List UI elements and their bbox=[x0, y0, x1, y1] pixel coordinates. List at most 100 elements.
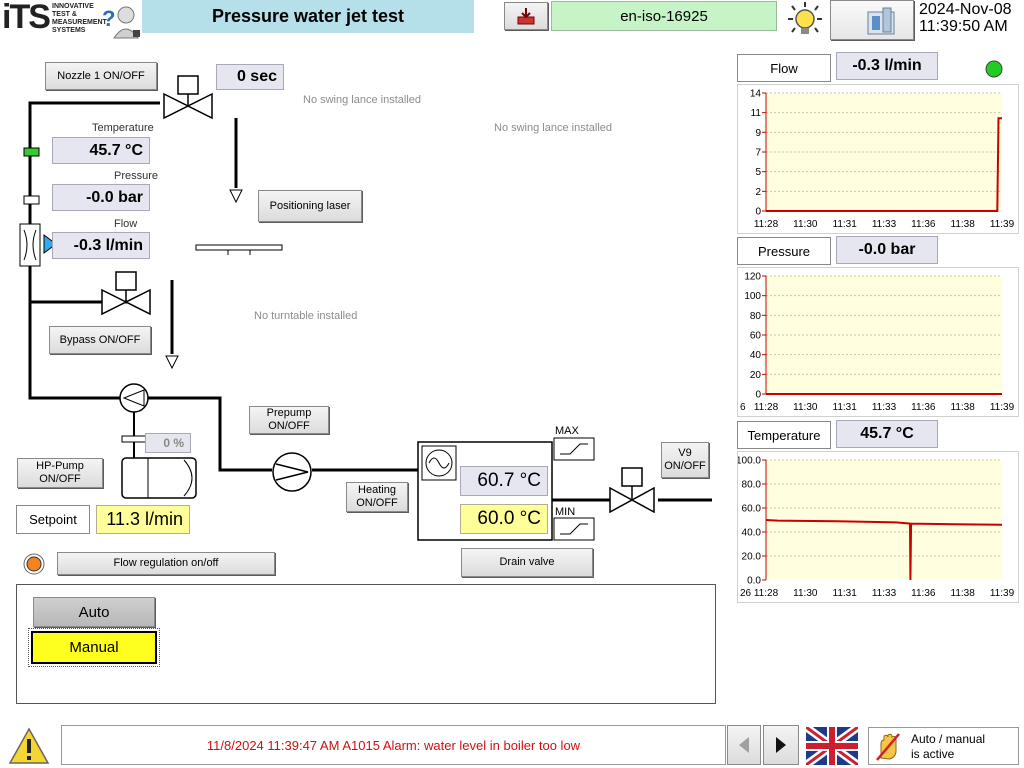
y-tick-label: 5 bbox=[755, 167, 761, 178]
x-tick-label: 11:28 bbox=[754, 219, 779, 230]
manual-mode-hand-icon bbox=[876, 733, 900, 761]
y-tick-label: 9 bbox=[755, 128, 761, 139]
manual-button[interactable]: Manual bbox=[28, 628, 160, 667]
y-tick-label: 14 bbox=[750, 89, 762, 100]
chevron-right-icon bbox=[776, 737, 786, 753]
page-title-box: Pressure water jet test bbox=[142, 0, 474, 33]
light-bulb-icon[interactable] bbox=[784, 1, 826, 39]
y-tick-label: 0 bbox=[755, 207, 761, 218]
standard-label: en-iso-16925 bbox=[620, 7, 708, 25]
y-tick-label: 60 bbox=[750, 331, 762, 342]
x-tick-label: 11:30 bbox=[793, 402, 818, 413]
x-tick-label: 11:38 bbox=[951, 219, 976, 230]
download-icon bbox=[517, 8, 535, 25]
y-tick-label: 40 bbox=[750, 350, 762, 361]
mode-status-box: Auto / manual is active bbox=[868, 727, 1019, 765]
help-user-icon[interactable]: ? bbox=[102, 2, 142, 40]
x-tick-label-cut: 6 bbox=[740, 402, 746, 413]
svg-text:?: ? bbox=[102, 6, 115, 31]
pressure-display: -0.0 bar bbox=[52, 184, 150, 211]
y-tick-label: 20 bbox=[750, 370, 762, 381]
alarm-prev-button[interactable] bbox=[727, 725, 761, 765]
y-tick-label: 80 bbox=[750, 311, 762, 322]
header-bar: iTS INNOVATIVE TEST & MEASUREMENT SYSTEM… bbox=[0, 0, 1024, 40]
language-flag-uk-icon[interactable] bbox=[806, 727, 858, 765]
y-tick-label: 40.0 bbox=[742, 528, 762, 539]
x-tick-label-cut: 26 bbox=[740, 588, 752, 599]
x-tick-label: 11:28 bbox=[754, 402, 779, 413]
flow-display: -0.3 l/min bbox=[52, 232, 150, 259]
y-tick-label: 120 bbox=[744, 272, 761, 283]
warning-icon[interactable] bbox=[8, 727, 50, 765]
positioning-laser-button[interactable]: Positioning laser bbox=[258, 190, 362, 222]
prepump-icon bbox=[272, 452, 312, 492]
x-tick-label: 11:36 bbox=[911, 219, 936, 230]
standard-box[interactable]: en-iso-16925 bbox=[551, 1, 777, 31]
x-tick-label: 11:38 bbox=[951, 402, 976, 413]
drain-valve-button[interactable]: Drain valve bbox=[461, 548, 593, 577]
v9-valve-icon bbox=[609, 467, 655, 514]
computer-settings-icon bbox=[867, 7, 895, 35]
no-turntable-label: No turntable installed bbox=[254, 310, 358, 322]
boiler-temp-1-display: 60.7 °C bbox=[460, 466, 548, 496]
no-swing-lance-label-2: No swing lance installed bbox=[494, 122, 613, 134]
x-tick-label: 11:39 bbox=[990, 588, 1015, 599]
pressure-trend-value: -0.0 bar bbox=[836, 236, 938, 264]
x-tick-label: 11:33 bbox=[872, 588, 897, 599]
flow-trend-value: -0.3 l/min bbox=[836, 52, 938, 80]
y-tick-label: 100.0 bbox=[738, 456, 761, 467]
min-label: MIN bbox=[555, 506, 576, 518]
download-button[interactable] bbox=[504, 2, 548, 30]
logo-subtext: INNOVATIVE TEST & MEASUREMENT SYSTEMS bbox=[52, 3, 107, 34]
logo-text: iTS bbox=[2, 0, 51, 36]
x-tick-label: 11:30 bbox=[793, 219, 818, 230]
x-tick-label: 11:31 bbox=[833, 219, 858, 230]
y-tick-label: 20.0 bbox=[742, 552, 762, 563]
alarm-bar[interactable]: 11/8/2024 11:39:47 AM A1015 Alarm: water… bbox=[61, 725, 726, 765]
pressure-label: Pressure bbox=[114, 170, 159, 182]
temperature-trend-label: Temperature bbox=[737, 421, 831, 449]
alarm-message: 11/8/2024 11:39:47 AM A1015 Alarm: water… bbox=[206, 737, 581, 753]
x-tick-label: 11:33 bbox=[872, 402, 897, 413]
y-tick-label: 11 bbox=[751, 108, 762, 119]
setpoint-input[interactable]: 11.3 l/min bbox=[96, 505, 190, 534]
heating-button[interactable]: Heating ON/OFF bbox=[346, 482, 408, 512]
max-label: MAX bbox=[555, 425, 579, 437]
y-tick-label: 0.0 bbox=[747, 576, 761, 587]
y-tick-label: 80.0 bbox=[742, 480, 762, 491]
flow-regulation-button[interactable]: Flow regulation on/off bbox=[57, 552, 275, 575]
y-tick-label: 2 bbox=[755, 187, 761, 198]
nozzle-valve-icon bbox=[163, 75, 213, 120]
no-swing-lance-label-1: No swing lance installed bbox=[303, 94, 422, 106]
chevron-left-icon bbox=[739, 737, 749, 753]
hp-pump-icon bbox=[119, 383, 197, 499]
prepump-button[interactable]: Prepump ON/OFF bbox=[249, 406, 329, 434]
time-label: 11:39:50 AM bbox=[919, 18, 1008, 35]
nozzle-button[interactable]: Nozzle 1 ON/OFF bbox=[45, 62, 157, 90]
boiler-temp-2-display: 60.0 °C bbox=[460, 504, 548, 534]
hp-pump-button[interactable]: HP-Pump ON/OFF bbox=[17, 458, 103, 488]
x-tick-label: 11:39 bbox=[990, 402, 1015, 413]
bypass-button[interactable]: Bypass ON/OFF bbox=[49, 326, 151, 354]
x-tick-label: 11:39 bbox=[990, 219, 1015, 230]
flow-regulation-indicator-icon bbox=[23, 553, 45, 575]
settings-button[interactable] bbox=[830, 0, 914, 40]
x-tick-label: 11:31 bbox=[833, 588, 858, 599]
company-logo: iTS INNOVATIVE TEST & MEASUREMENT SYSTEM… bbox=[2, 0, 142, 40]
datetime: 2024-Nov-08 11:39:50 AM bbox=[919, 1, 1024, 39]
alarm-next-button[interactable] bbox=[763, 725, 799, 765]
date-label: 2024-Nov-08 bbox=[919, 1, 1012, 18]
pump-percent-display: 0 % bbox=[145, 433, 191, 453]
auto-button[interactable]: Auto bbox=[33, 597, 155, 627]
flow-status-icon bbox=[985, 60, 1003, 78]
series-line bbox=[765, 519, 1003, 581]
temperature-display: 45.7 °C bbox=[52, 137, 150, 164]
bypass-valve-icon bbox=[101, 271, 151, 316]
v9-button[interactable]: V9 ON/OFF bbox=[661, 442, 709, 478]
